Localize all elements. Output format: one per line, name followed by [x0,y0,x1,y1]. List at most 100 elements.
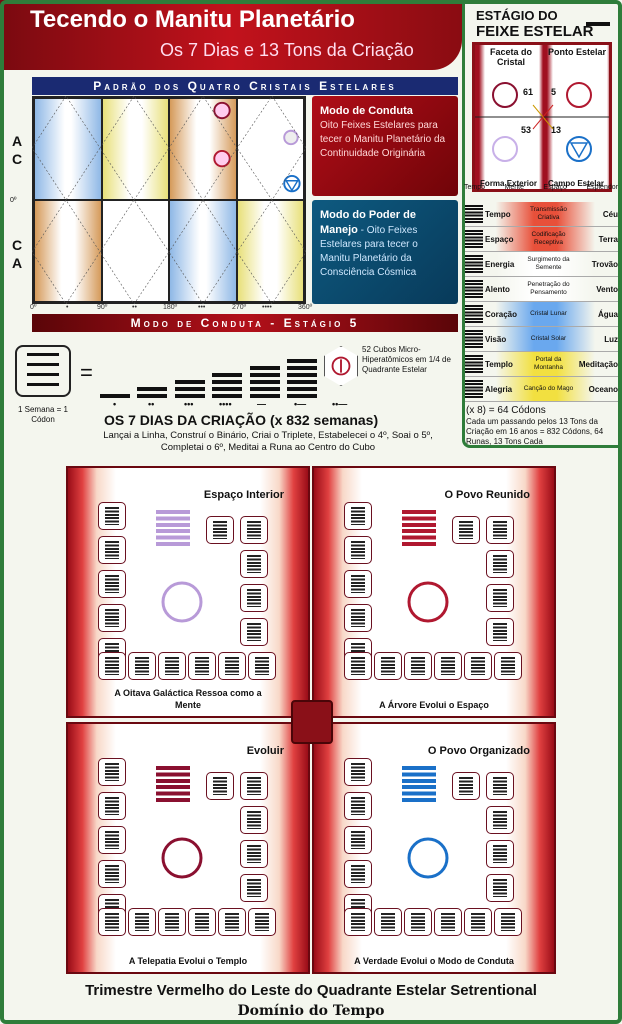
feixe-symbols-icon [475,82,609,162]
day-dots: ••— [332,399,348,409]
trigram-element: Terra [598,234,618,244]
grid-cell [169,98,237,200]
trigram-action: Alento [485,284,510,294]
day-lines [137,387,167,398]
codon-icon [486,516,514,544]
codon-icon [240,874,268,902]
crystal-pattern-banner: Padrão dos Quatro Cristais Estelares [32,77,458,95]
week-label: 1 Semana = 1 Códon [17,405,69,424]
footer-title: Trimestre Vermelho do Leste do Quadrante… [85,982,537,999]
trigram-icon [465,330,483,348]
codon-icon [464,908,492,936]
trigram-action: Coração [485,309,518,319]
title-banner: Tecendo o Manitu Planetário Os 7 Dias e … [0,0,462,70]
codon-icon [98,652,126,680]
cubes-label: 52 Cubos Micro-Hiperatômicos em 1/4 de Q… [362,345,451,374]
quadrant-title: Evoluir [246,745,284,757]
trigram-meaning: Codificação Receptiva [531,231,566,246]
crystal-grid [32,96,306,304]
day-dots: •— [294,399,307,409]
codon-icon [98,826,126,854]
codon-icon [98,604,126,632]
campo-symbol-icon [282,129,301,193]
trigram-action: Visão [485,334,507,344]
trigram-element: Oceano [588,384,618,394]
trigram-row: Espaço Codificação Receptiva Terra [465,227,618,252]
codon-icon [344,792,372,820]
codon-icon [434,652,462,680]
quadrant-title: Espaço Interior [203,489,284,501]
codon-icon [344,908,372,936]
codon-icon [494,652,522,680]
tick-90: 90º [97,304,108,311]
codon-icon [344,536,372,564]
trigram-meaning: Transmissão Criativa [530,206,567,221]
trigram-meaning: Penetração do Pensamento [527,281,570,296]
codon-icon [486,806,514,834]
codon-icon [494,908,522,936]
codon-icon [98,860,126,888]
center-cube-icon [291,700,333,744]
codon-icon [404,652,432,680]
codon-icon [464,652,492,680]
codon-icon [218,908,246,936]
quadrant-3: Evoluir A Telepatia Evolui o Templo [66,722,310,974]
glyph-icon [161,837,203,879]
trigram-action: Templo [485,359,513,369]
hexagram-icon [402,766,436,802]
trigram-icon [465,355,483,373]
grid-cell [34,200,102,302]
dot-tick: ••• [198,304,206,311]
glyph-icon [407,581,449,623]
trigram-meaning: Canção do Mago [523,385,574,392]
codon-icon [344,502,372,530]
codon-icon [486,584,514,612]
trigram-icon [465,230,483,248]
codon-icon [158,652,186,680]
quadrant-caption: A Verdade Evolui o Modo de Conduta [354,956,514,966]
trigram-action: Tempo [485,209,511,219]
trigram-icon [465,205,483,223]
tick-0: 0º [30,304,37,311]
day-dots: •• [148,399,155,409]
codon-icon [240,584,268,612]
day-lines [100,394,130,398]
codon-icon [98,908,126,936]
dot-tick: • [66,304,69,311]
codon-icon [128,908,156,936]
glyph-icon [407,837,449,879]
grid-cell [169,200,237,302]
trigram-meaning: Portal da Montanha [534,356,563,371]
grid-cell [101,200,169,302]
tick-360: 360º [298,304,313,311]
right-panel [462,0,622,448]
diamond-lines [32,96,306,304]
hexagram-icon [156,510,190,546]
codon-icon [248,652,276,680]
trigram-element: Trovão [591,259,618,269]
seven-days-text: Lançai a Linha, Construí o Binário, Cria… [103,430,433,453]
codon-icon [486,618,514,646]
codon-icon [98,792,126,820]
codon-icon [240,806,268,834]
codon-icon [374,908,402,936]
quadrant-caption: A Telepatia Evolui o Templo [128,956,248,966]
zero-label: 0º [10,197,17,204]
dot-tick: •• [132,304,137,311]
codon-icon [240,618,268,646]
trigram-action: Espaço [485,234,514,244]
codon-icon [452,516,480,544]
quadrant-caption: A Árvore Evolui o Espaço [379,700,489,710]
day-lines [287,359,317,398]
codon-icon [486,840,514,868]
codon-icon [98,502,126,530]
